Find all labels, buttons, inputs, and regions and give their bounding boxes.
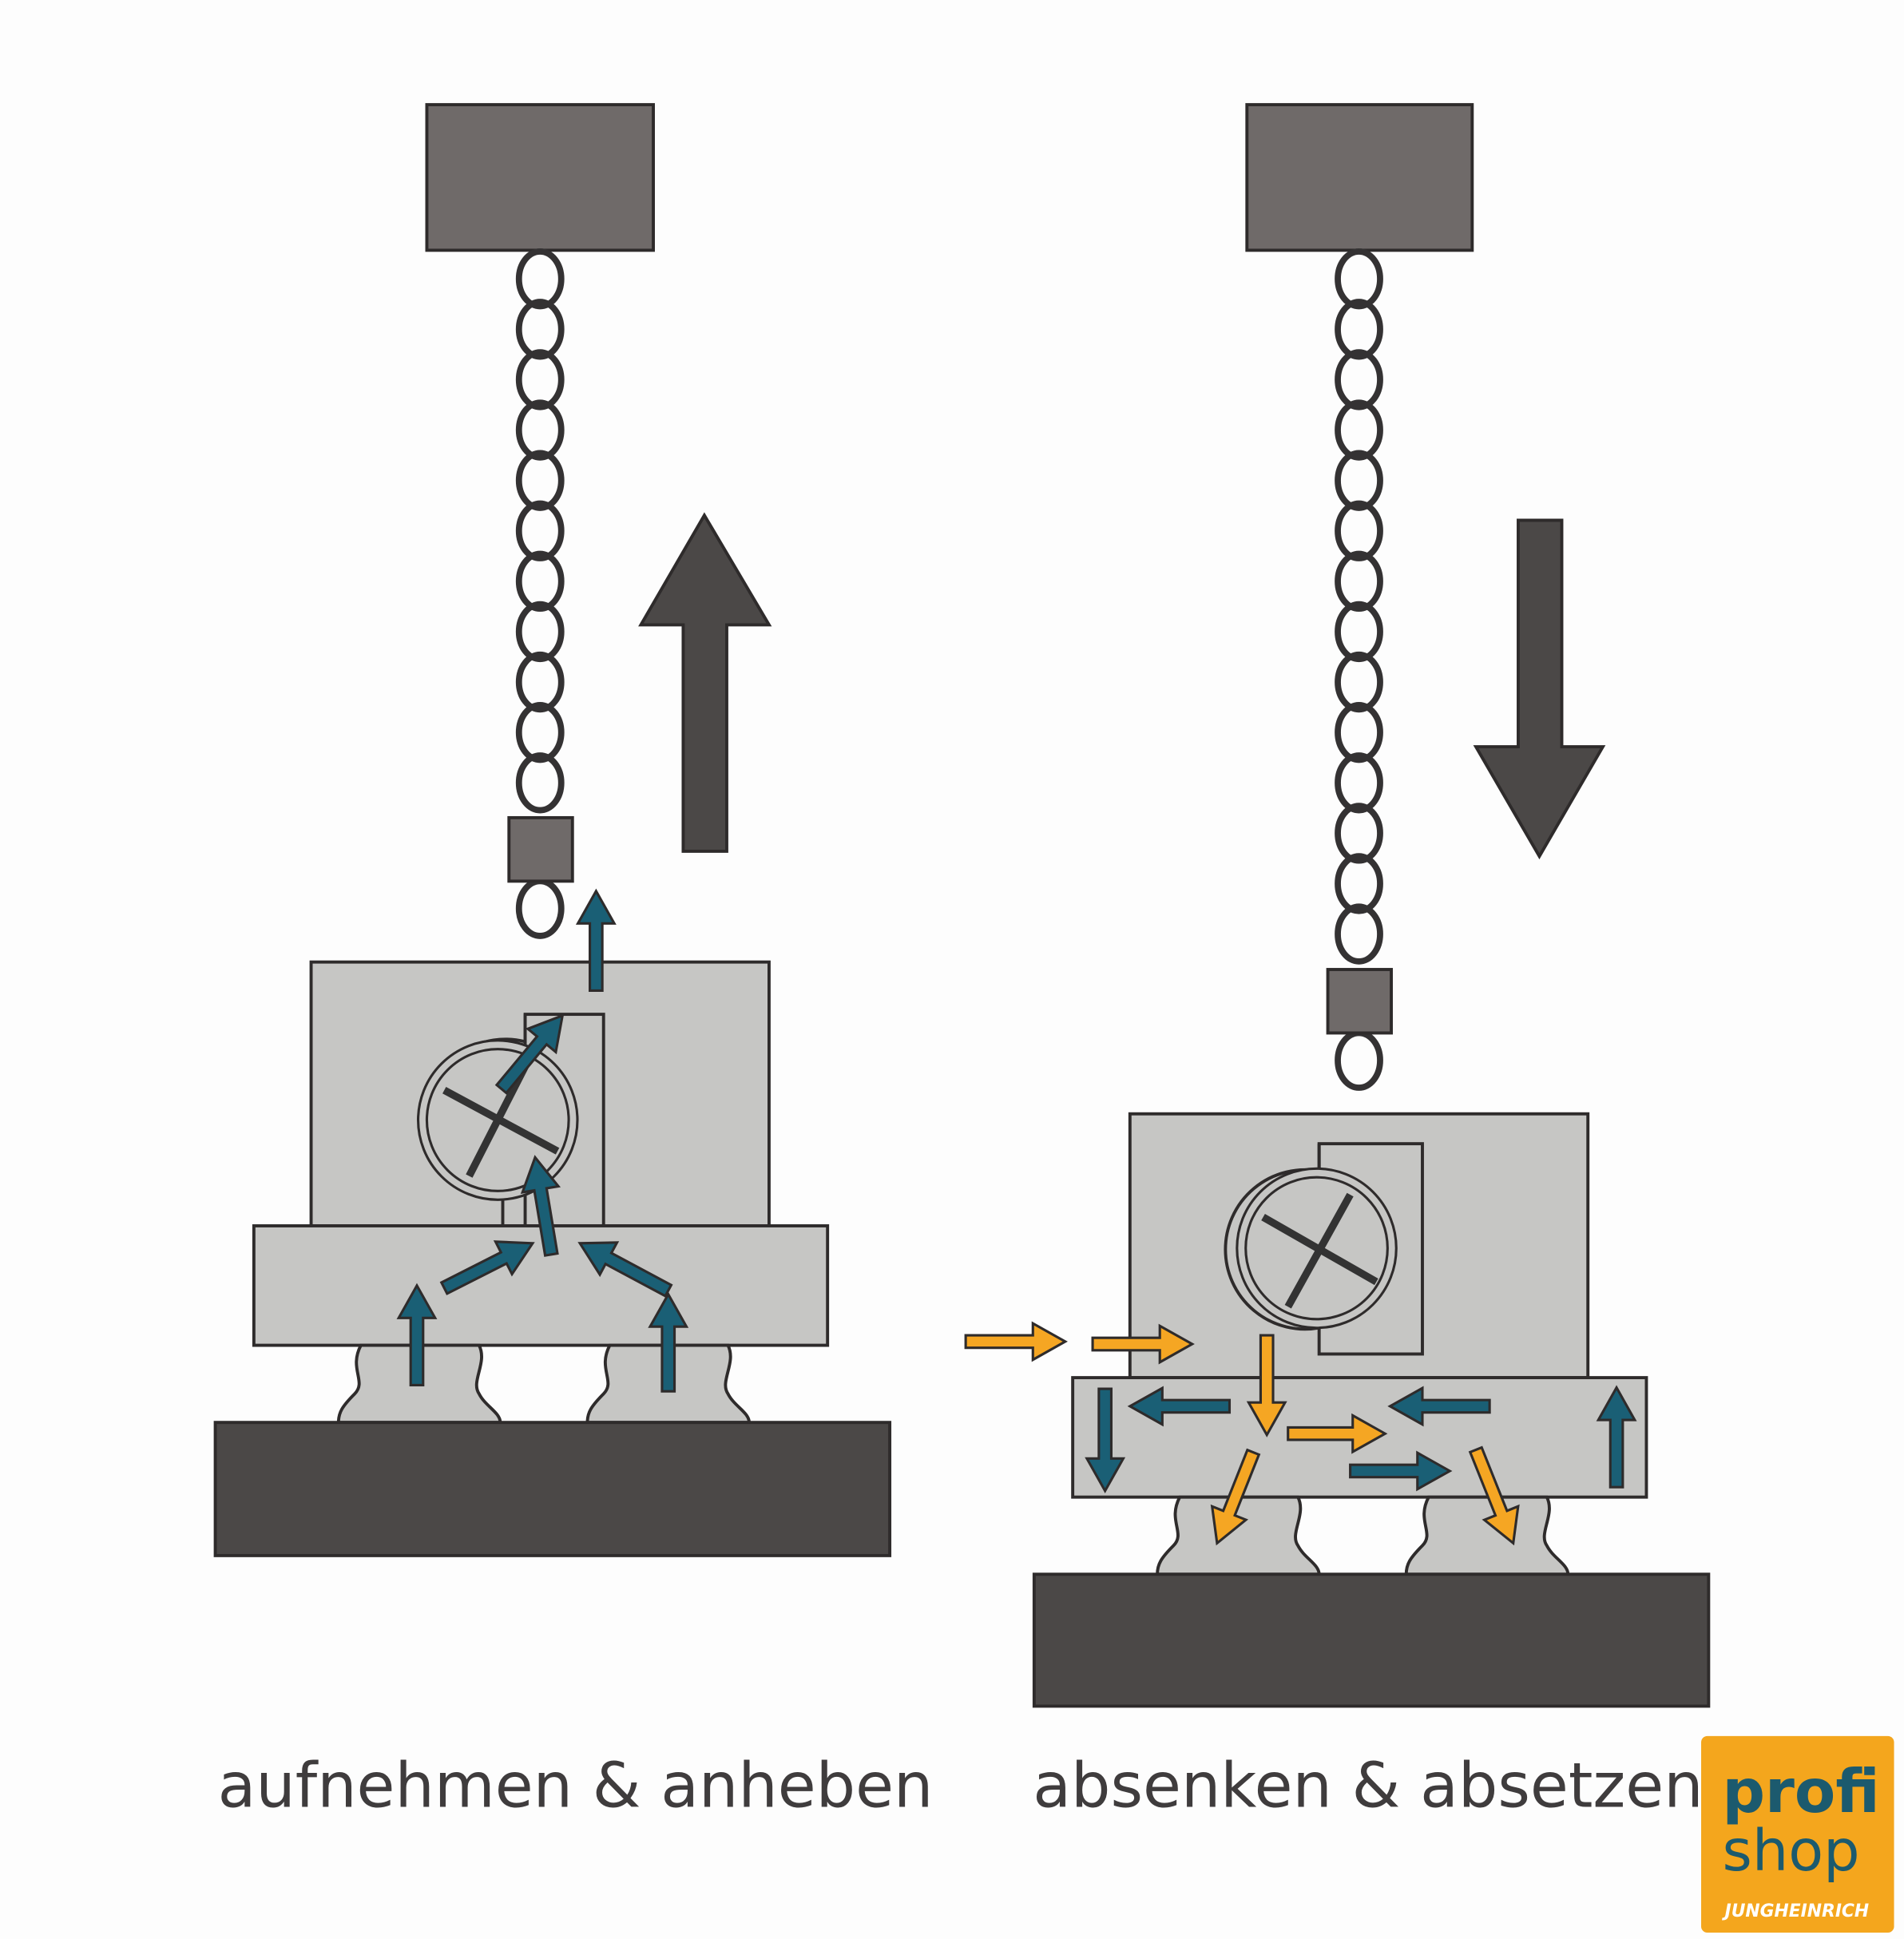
caption-lift: aufnehmen & anheben: [218, 1751, 934, 1822]
chain-link: [1335, 853, 1383, 914]
air-in-arrow-icon: [577, 1241, 673, 1298]
air-in-arrow-icon: [439, 1240, 535, 1295]
chain-link: [515, 450, 565, 511]
load-base: [213, 1421, 892, 1557]
lift-panel: aufnehmen & anheben: [213, 103, 934, 1822]
load-foot: [1404, 1495, 1570, 1576]
air-in-arrow-icon: [648, 1291, 689, 1393]
chain-link: [515, 601, 565, 663]
chain-link: [1335, 450, 1383, 511]
chain-link: [515, 701, 565, 763]
air-in-arrow-icon: [520, 1155, 561, 1257]
air-out-arrow-icon: [1091, 1323, 1195, 1365]
chain-link: [1335, 601, 1383, 663]
chain-connector: [507, 815, 574, 883]
chain-link: [1335, 903, 1383, 965]
chain-link: [1335, 349, 1383, 410]
air-flow-arrows: [396, 888, 689, 1393]
chain-link: [515, 651, 565, 713]
air-in-arrow-icon: [1387, 1386, 1491, 1427]
chain-link: [1335, 651, 1383, 713]
chain-link: [1335, 299, 1383, 360]
air-in-arrow-icon: [1596, 1385, 1637, 1489]
air-in-arrow-icon: [494, 1013, 565, 1095]
chain-link: [1335, 550, 1383, 613]
air-out-arrow-icon: [1468, 1445, 1520, 1546]
suction-plate: [252, 1224, 830, 1347]
air-out-arrow-icon: [1210, 1448, 1261, 1546]
logo-line2: shop: [1723, 1817, 1860, 1884]
lower-panel: absenken & absetzen: [964, 103, 1711, 1822]
logo-line1: profi: [1723, 1757, 1880, 1826]
chain: [515, 248, 565, 939]
fan-icon: [1224, 1144, 1398, 1331]
chain-link: [1335, 500, 1383, 561]
chain-link: [515, 349, 565, 410]
air-in-arrow-icon: [396, 1283, 438, 1386]
air-in-arrow-icon: [1349, 1450, 1453, 1492]
air-flow-arrows: [964, 1321, 1637, 1546]
air-out-arrow-icon: [1287, 1413, 1388, 1454]
profishop-logo: profi shop JUNGHEINRICH: [1701, 1735, 1894, 1933]
up-arrow-icon: [638, 512, 772, 853]
load-base: [1032, 1572, 1711, 1708]
air-in-arrow-icon: [575, 888, 617, 993]
chain-link: [515, 248, 565, 310]
air-in-arrow-icon: [1127, 1386, 1232, 1427]
hoist-block: [425, 103, 655, 252]
chain-link: [515, 299, 565, 360]
chain-link: [515, 878, 565, 939]
chain-link: [515, 752, 565, 814]
chain-connector: [1326, 968, 1393, 1035]
air-out-arrow-icon: [1246, 1334, 1287, 1437]
chain-link: [515, 399, 565, 461]
chain: [1335, 248, 1383, 1091]
down-arrow-icon: [1473, 518, 1606, 860]
chain-link: [1335, 248, 1383, 310]
chain-link: [1335, 803, 1383, 864]
air-out-arrow-icon: [964, 1321, 1068, 1362]
air-in-arrow-icon: [1085, 1387, 1126, 1494]
chain-link: [515, 500, 565, 561]
chain-link: [515, 550, 565, 613]
caption-lower: absenken & absetzen: [1033, 1751, 1703, 1822]
chain-link: [1335, 399, 1383, 461]
chain-link: [1335, 701, 1383, 763]
logo-brand: JUNGHEINRICH: [1722, 1901, 1870, 1921]
hoist-block: [1245, 103, 1474, 252]
chain-link: [1335, 1029, 1383, 1091]
chain-link: [1335, 752, 1383, 814]
